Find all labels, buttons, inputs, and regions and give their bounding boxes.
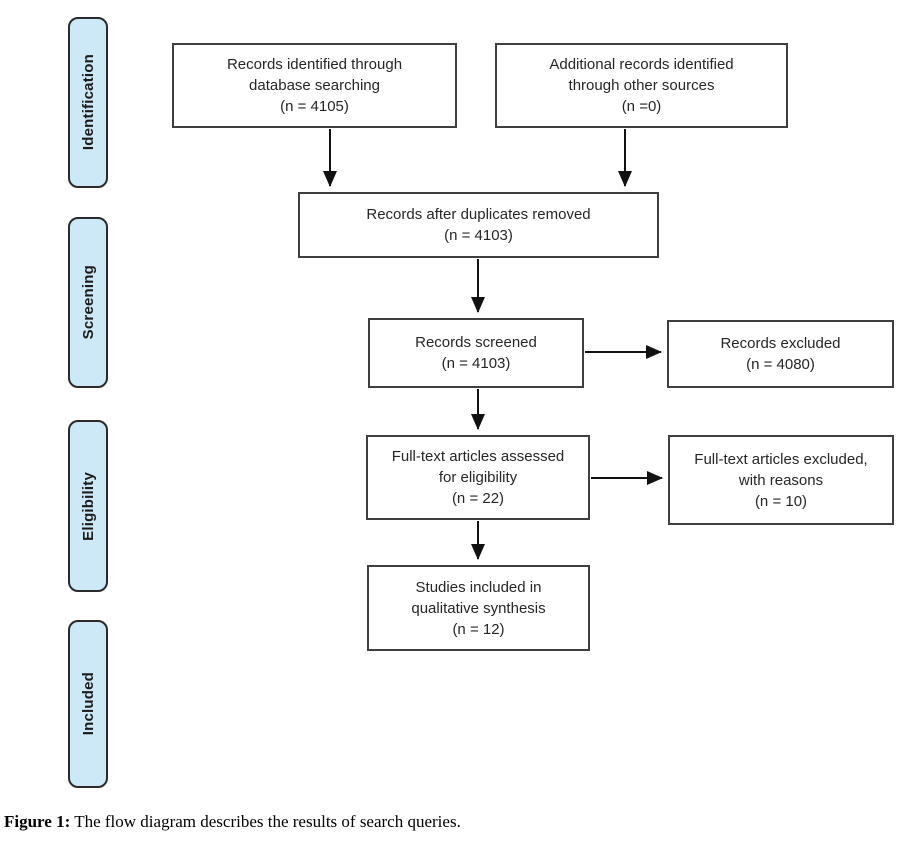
box-count: (n = 4105) (280, 98, 349, 115)
stage-eligibility: Eligibility (68, 420, 108, 592)
box-records-excluded: Records excluded (n = 4080) (667, 320, 894, 388)
stage-screening: Screening (68, 217, 108, 388)
box-count: (n = 4103) (444, 227, 513, 244)
stage-eligibility-label: Eligibility (79, 471, 97, 541)
stage-identification-label: Identification (79, 54, 97, 151)
box-line: Records screened (415, 334, 537, 351)
box-line: Full-text articles assessed (391, 448, 565, 465)
stage-identification: Identification (68, 17, 108, 188)
figure-caption-text: The flow diagram describes the results o… (70, 812, 461, 831)
box-line: for eligibility (438, 469, 518, 486)
box-line: with reasons (738, 471, 824, 489)
box-count: (n = 12) (452, 620, 505, 638)
box-line: Records identified through (226, 56, 403, 73)
box-line: Additional records identified (549, 56, 734, 73)
box-line: Full-text articles excluded, (694, 450, 868, 468)
box-studies-included: Studies included in qualitative synthesi… (367, 565, 590, 651)
stage-included: Included (68, 620, 108, 788)
box-count: (n = 10) (754, 492, 808, 510)
box-line: qualitative synthesis (411, 599, 546, 617)
box-count: (n = 22) (451, 490, 505, 507)
box-records-identified: Records identified through database sear… (172, 43, 457, 128)
stage-screening-label: Screening (79, 265, 97, 340)
box-records-screened: Records screened (n = 4103) (368, 318, 584, 388)
box-fulltext-assessed: Full-text articles assessed for eligibil… (366, 435, 590, 520)
box-line: Records excluded (720, 335, 841, 352)
box-additional-records: Additional records identified through ot… (495, 43, 788, 128)
box-count: (n = 4080) (746, 356, 815, 373)
box-duplicates-removed: Records after duplicates removed (n = 41… (298, 192, 659, 258)
box-line: through other sources (568, 77, 715, 94)
figure-caption-prefix: Figure 1: (4, 812, 71, 831)
box-line: database searching (249, 77, 380, 94)
box-line: Records after duplicates removed (366, 206, 591, 223)
box-line: Studies included in (415, 578, 542, 596)
box-fulltext-excluded: Full-text articles excluded, with reason… (668, 435, 894, 525)
box-count: (n = 4103) (441, 355, 511, 372)
stage-included-label: Included (79, 672, 97, 736)
box-count: (n =0) (621, 98, 662, 115)
figure-caption: Figure 1: The flow diagram describes the… (4, 812, 461, 832)
